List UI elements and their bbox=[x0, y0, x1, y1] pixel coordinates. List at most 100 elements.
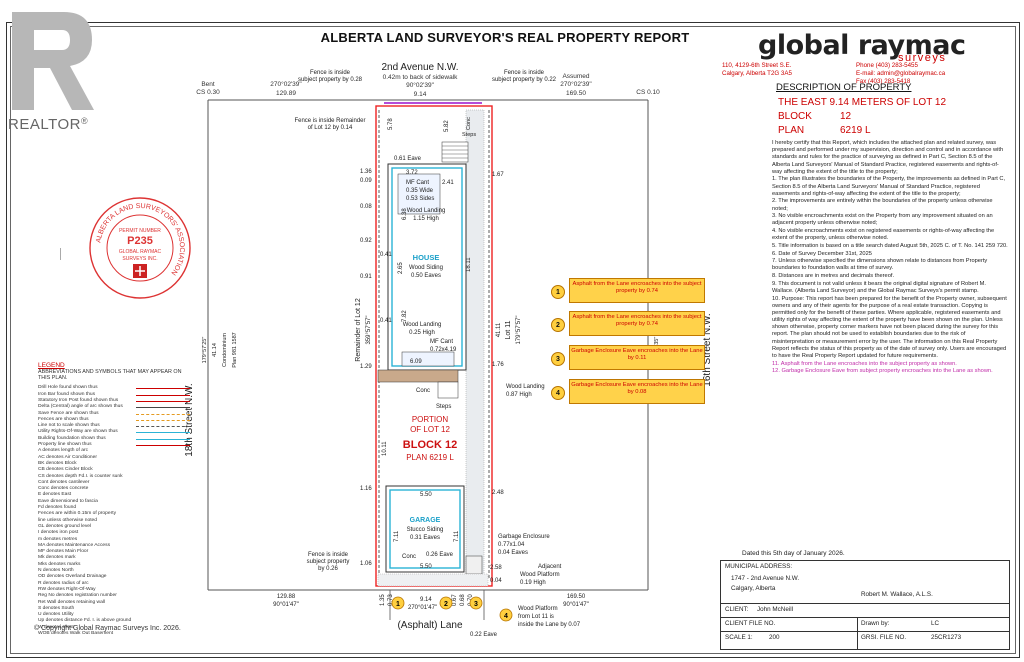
legend-symbol bbox=[136, 394, 190, 396]
legend-row: Utility Rights-Of-Way are shown thus bbox=[38, 429, 192, 435]
garage-eave-line bbox=[389, 489, 461, 569]
legend-row: Fences are shown thus bbox=[38, 417, 192, 423]
legend-row: Reg No denotes registration number bbox=[38, 593, 192, 599]
description-block-label: BLOCK bbox=[778, 111, 812, 122]
wood-platform-2: from Lot 11 is bbox=[518, 614, 554, 620]
callout-circle-1-num: 1 bbox=[396, 601, 400, 608]
lot-11-label: Lot 11 bbox=[505, 320, 512, 339]
legend-row: U denotes Utility bbox=[38, 612, 192, 618]
portion-lot-label: OF LOT 12 bbox=[410, 425, 450, 434]
legend-row-text: Property line shown thus bbox=[38, 442, 92, 448]
legend-row: Ret Wall denotes retaining wall bbox=[38, 600, 192, 606]
garage-siding: Stucco Siding bbox=[407, 527, 444, 533]
legend-row-text: WOB denotes Walk Out Basement bbox=[38, 630, 114, 636]
brg-ne: 270°02'39" bbox=[560, 80, 592, 88]
legend: LEGEND ABBREVIATIONS AND SYMBOLS THAT MA… bbox=[38, 362, 192, 637]
company-logo: global raymac bbox=[758, 30, 966, 61]
callout-box-3: Garbage Enclosure Eave encroaches into t… bbox=[569, 345, 705, 370]
legend-row-text: m denotes metres bbox=[38, 536, 78, 542]
legend-row-text: CB denotes Cinder Block bbox=[38, 467, 93, 473]
cert-note-12: 12. Garbage Enclosure Eave from subject … bbox=[772, 368, 993, 375]
legend-row-text: A denotes length of arc bbox=[38, 448, 89, 454]
rear-steps bbox=[437, 381, 459, 399]
dist-sw: 129.88 bbox=[277, 594, 296, 600]
legend-row-text: BK denotes Block bbox=[38, 460, 77, 466]
legend-row-text: GL denotes ground level bbox=[38, 523, 92, 529]
cs010-label: CS 0.10 bbox=[636, 89, 660, 96]
mf-cant-south bbox=[401, 351, 455, 367]
legend-row: Drill Hole found shown thus bbox=[38, 385, 192, 391]
legend-row: Property line shown thus bbox=[38, 442, 192, 448]
callout-circle-4 bbox=[499, 608, 513, 622]
company-address-1: 110, 4129-6th Street S.E. bbox=[722, 62, 792, 69]
dim-091: 0.91 bbox=[360, 274, 372, 280]
wood-platform-3: inside the Lane by 0.07 bbox=[518, 622, 581, 628]
wood-landing-2: Wood Landing bbox=[403, 322, 442, 328]
legend-row: AC denotes Air Conditioner bbox=[38, 455, 192, 461]
legend-row-text: Conc denotes concrete bbox=[38, 486, 89, 492]
north-distance: 9.14 bbox=[414, 91, 427, 98]
company-fax: Fax (403) 283-5418 bbox=[856, 77, 911, 85]
legend-row: GL denotes ground level bbox=[38, 524, 192, 530]
legend-row: Statutory Iron Post found shown thus bbox=[38, 398, 192, 404]
scale-value: 200 bbox=[769, 634, 780, 641]
legend-row: Building foundation shown thus bbox=[38, 436, 192, 442]
east-street-label: 16th Street N.W. bbox=[702, 313, 713, 386]
garage-foundation bbox=[385, 485, 465, 573]
callout-circle-4-num: 4 bbox=[504, 613, 508, 620]
dim-782: 7.82 bbox=[402, 310, 408, 322]
company-contact: Phone (403) 283-5455 E-mail: admin@globa… bbox=[856, 62, 945, 85]
brg-se: 90°01'47" bbox=[563, 602, 589, 608]
wood-landing-1b: 1.15 High bbox=[413, 216, 439, 222]
wood-landing-1: Wood Landing bbox=[407, 208, 446, 214]
legend-symbol bbox=[136, 426, 190, 428]
legend-row-text: Reg No denotes registration number bbox=[38, 593, 117, 599]
adjacent-wp-2: Wood Platform bbox=[520, 572, 560, 578]
dim-004: 0.04 bbox=[490, 578, 502, 584]
dim-241: 2.41 bbox=[442, 180, 454, 186]
drawing-inner-frame bbox=[10, 26, 1016, 654]
legend-row-text: Up denotes distance Fd. I. is above grou… bbox=[38, 618, 132, 624]
legend-row-text: Drill Hole found shown thus bbox=[38, 385, 98, 391]
sidewalk-label: 0.42m to back of sidewalk bbox=[383, 74, 459, 81]
steps-top-label: Steps bbox=[462, 132, 476, 138]
legend-symbol bbox=[136, 413, 190, 415]
brg-south: 270°01'47" bbox=[408, 605, 437, 611]
legend-row-text: CS denotes depth Fd.I. is counter sunk bbox=[38, 473, 123, 479]
legend-row-text: S denotes South bbox=[38, 605, 75, 611]
callout-circle-1 bbox=[391, 596, 405, 610]
adjacent-wp-3: 0.19 High bbox=[520, 580, 546, 586]
legend-row-text: Mk denotes mark bbox=[38, 555, 76, 561]
legend-row-text: Utility Rights-Of-Way are shown thus bbox=[38, 429, 118, 435]
seal-company: GLOBAL RAYMAC bbox=[119, 249, 162, 255]
dim-067: 0.67 bbox=[452, 594, 458, 606]
cert-item-6: 6. Date of Survey December 31st, 2025 bbox=[772, 250, 872, 257]
callout-box-1: Asphalt from the Lane encroaches into th… bbox=[569, 278, 705, 303]
legend-row: S denotes South bbox=[38, 606, 192, 612]
legend-row: N denotes North bbox=[38, 568, 192, 574]
municipal-address-1: 1747 - 2nd Avenue N.W. bbox=[731, 575, 800, 582]
legend-subtitle: ABBREVIATIONS AND SYMBOLS THAT MAY APPEA… bbox=[38, 369, 182, 382]
dim-248: 2.48 bbox=[492, 490, 504, 496]
house-eaves: 0.50 Eaves bbox=[411, 273, 441, 279]
dim-008: 0.08 bbox=[360, 204, 372, 210]
dim-711-r: 7.11 bbox=[454, 530, 460, 542]
dim-176: 1.76 bbox=[492, 362, 504, 368]
company-phone: Phone (403) 283-5455 bbox=[856, 62, 918, 69]
garbage-enclosure-2: 0.77x1.04 bbox=[498, 542, 525, 548]
title-block: MUNICIPAL ADDRESS: 1747 - 2nd Avenue N.W… bbox=[720, 560, 1010, 650]
bent-label: Bent bbox=[201, 81, 215, 88]
wood-landing-south bbox=[377, 369, 459, 383]
legend-row: Delta (Central) angle of arc shown thus bbox=[38, 404, 192, 410]
realtor-logo-icon bbox=[12, 12, 94, 110]
company-email: E-mail: admin@globalraymac.ca bbox=[856, 69, 946, 77]
dim-129: 1.29 bbox=[360, 364, 372, 370]
company-logo-sub: surveys bbox=[898, 52, 947, 64]
description-plan-label: PLAN bbox=[778, 125, 805, 136]
signer-name: Robert M. Wallace, A.L.S. bbox=[861, 591, 933, 598]
garage-label: GARAGE bbox=[410, 517, 441, 524]
survey-plan: 2nd Avenue N.W. 0.42m to back of sidewal… bbox=[184, 62, 713, 638]
municipal-address-2: Calgary, Alberta bbox=[731, 585, 776, 592]
